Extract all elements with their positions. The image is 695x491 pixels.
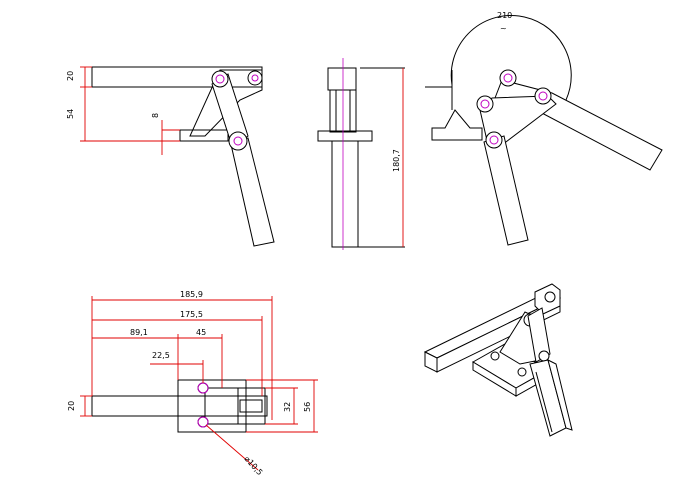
iso-hole-2 xyxy=(517,367,527,377)
side-view-pivot-top xyxy=(211,70,229,88)
side-view-handle xyxy=(229,137,275,247)
top-view-slot xyxy=(239,399,263,413)
dim-top-3: 89,1 xyxy=(130,328,148,337)
dim-top-total: 185,9 xyxy=(180,290,203,299)
side-view-bracket xyxy=(189,69,263,137)
side-view-pin-bottom xyxy=(233,136,243,146)
dim-line-hole xyxy=(205,424,259,471)
swing-pivot-bottom xyxy=(485,131,503,149)
dim-top-outer: 56 xyxy=(303,402,312,412)
swing-pivot-right xyxy=(534,87,552,105)
iso-handle-side xyxy=(547,359,573,431)
swing-pivot-top xyxy=(499,69,517,87)
dim-top-5: 22,5 xyxy=(152,351,170,360)
swing-base xyxy=(431,109,483,141)
iso-pivot-top xyxy=(544,291,556,303)
front-view: 180,7 xyxy=(317,58,405,250)
swing-view: 210 ~ xyxy=(425,11,663,246)
dim-top-2: 175,5 xyxy=(180,310,203,319)
side-view-base xyxy=(179,129,229,142)
dim-swing-mark: ~ xyxy=(500,24,507,33)
swing-pivot-left xyxy=(476,95,494,113)
dim-top-thickness: 20 xyxy=(67,401,76,411)
front-view-head xyxy=(327,67,357,91)
side-view-pin-top xyxy=(215,74,225,84)
top-view-body xyxy=(204,387,266,425)
side-view: 20 54 8 xyxy=(66,66,275,247)
dim-side-thickness: 20 xyxy=(66,71,75,81)
dim-top-inner: 32 xyxy=(283,402,292,412)
dim-hole-diameter: ⌀10,5 xyxy=(243,454,265,477)
dim-front-height: 180,7 xyxy=(392,149,401,172)
dim-side-height: 54 xyxy=(66,109,75,119)
front-view-handle xyxy=(331,140,359,248)
iso-hole-1 xyxy=(490,351,500,361)
dim-top-4: 45 xyxy=(196,328,206,337)
top-view: 185,9 175,5 89,1 45 22,5 20 32 56 ⌀10,5 xyxy=(67,290,318,477)
swing-arc xyxy=(450,15,572,101)
side-view-pin-right xyxy=(251,74,259,82)
iso-link xyxy=(527,307,551,363)
dim-side-offset: 8 xyxy=(151,113,160,118)
top-view-base-plate xyxy=(177,379,247,433)
isometric-view xyxy=(423,283,573,437)
side-view-pivot-right xyxy=(247,70,263,86)
top-view-bar xyxy=(91,395,268,417)
swing-handle xyxy=(483,135,529,246)
dim-swing-angle: 210 xyxy=(497,11,512,20)
side-view-pivot-bottom xyxy=(228,131,248,151)
